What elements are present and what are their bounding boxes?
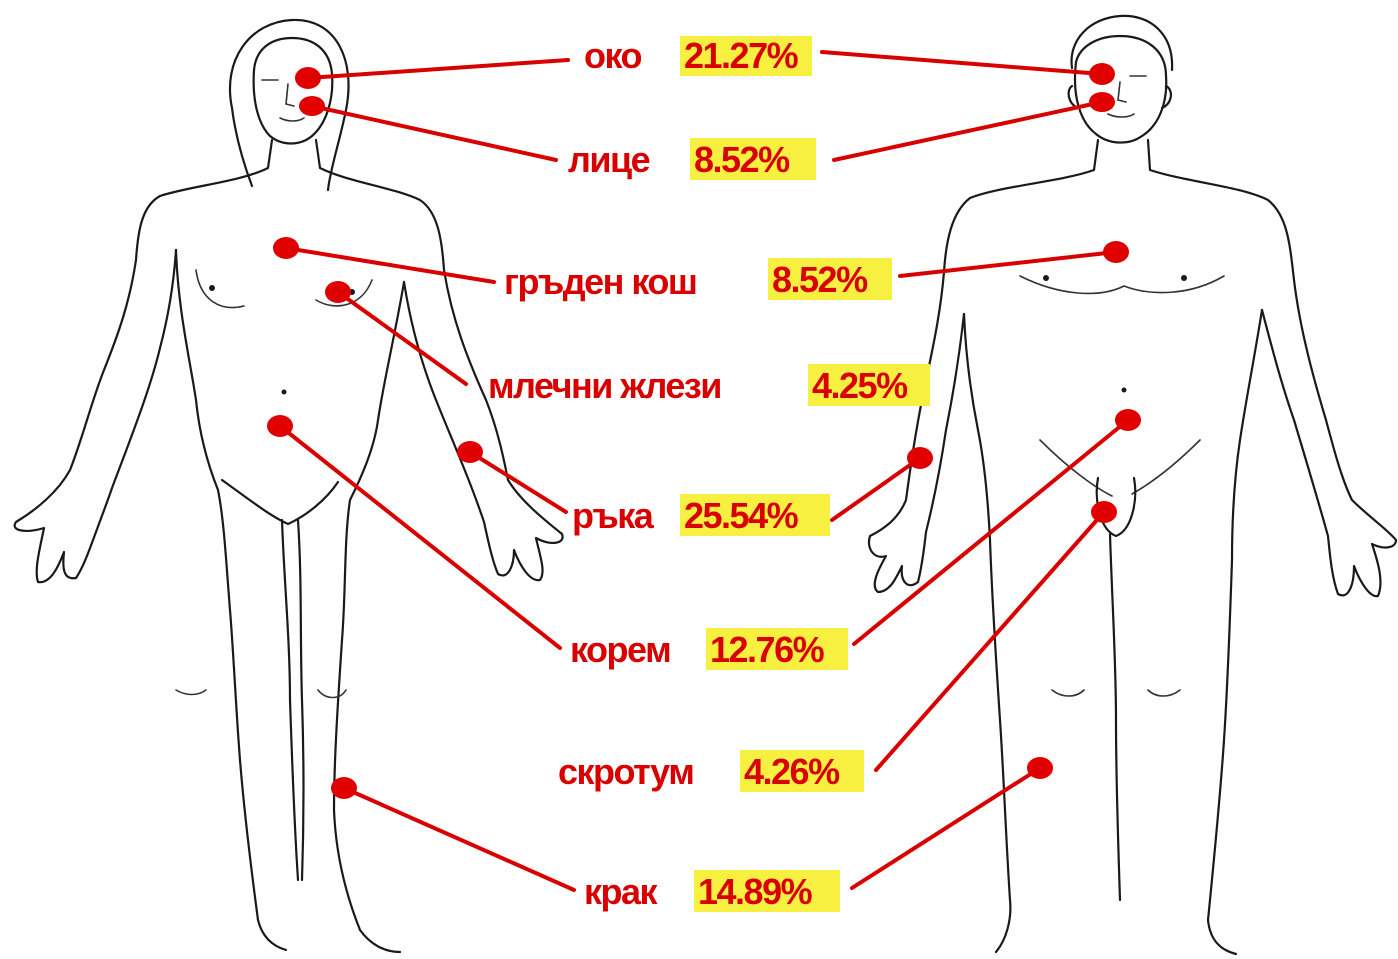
marker-female-chest: [273, 237, 299, 259]
label-abdomen-percent: 12.76%: [710, 629, 825, 670]
label-eye-percent: 21.27%: [684, 35, 799, 76]
label-face-name: лице: [568, 139, 650, 180]
male-figure: [869, 16, 1396, 954]
marker-female-eye: [295, 67, 321, 89]
marker-male-arm: [907, 447, 933, 469]
label-leg-name: крак: [584, 871, 659, 912]
label-leg-percent: 14.89%: [698, 871, 813, 912]
label-scrotum-percent: 4.26%: [744, 751, 840, 792]
marker-male-scrotum: [1091, 501, 1117, 523]
label-arm-percent: 25.54%: [684, 495, 799, 536]
marker-male-face: [1089, 92, 1115, 112]
label-breasts-name: млечни жлези: [488, 365, 721, 406]
marker-female-breast: [325, 281, 351, 303]
label-face-percent: 8.52%: [694, 139, 790, 180]
label-scrotum: скротум 4.26%: [558, 750, 864, 792]
label-eye-name: око: [584, 35, 642, 76]
label-arm: ръка 25.54%: [572, 494, 830, 536]
female-figure: [15, 20, 563, 952]
marker-male-leg: [1027, 757, 1053, 779]
label-face: лице 8.52%: [568, 138, 816, 180]
label-arm-name: ръка: [572, 495, 655, 536]
marker-female-arm: [457, 441, 483, 463]
marker-female-leg: [331, 777, 357, 799]
marker-male-eye: [1089, 63, 1115, 85]
marker-male-abdomen: [1115, 409, 1141, 431]
label-abdomen-name: корем: [570, 629, 670, 670]
label-abdomen: корем 12.76%: [570, 628, 848, 670]
label-breasts: млечни жлези 4.25%: [488, 364, 930, 406]
label-leg: крак 14.89%: [584, 870, 840, 912]
marker-male-chest: [1103, 241, 1129, 263]
marker-female-face: [299, 96, 325, 116]
label-eye: око 21.27%: [584, 35, 812, 76]
label-scrotum-name: скротум: [558, 751, 693, 792]
label-chest: гръден кош 8.52%: [504, 258, 892, 302]
label-chest-percent: 8.52%: [772, 259, 868, 300]
marker-female-abdomen: [267, 415, 293, 437]
label-breasts-percent: 4.25%: [812, 365, 908, 406]
label-chest-name: гръден кош: [504, 261, 696, 302]
injury-labels: око 21.27% лице 8.52% гръден кош 8.52% м…: [488, 35, 930, 912]
